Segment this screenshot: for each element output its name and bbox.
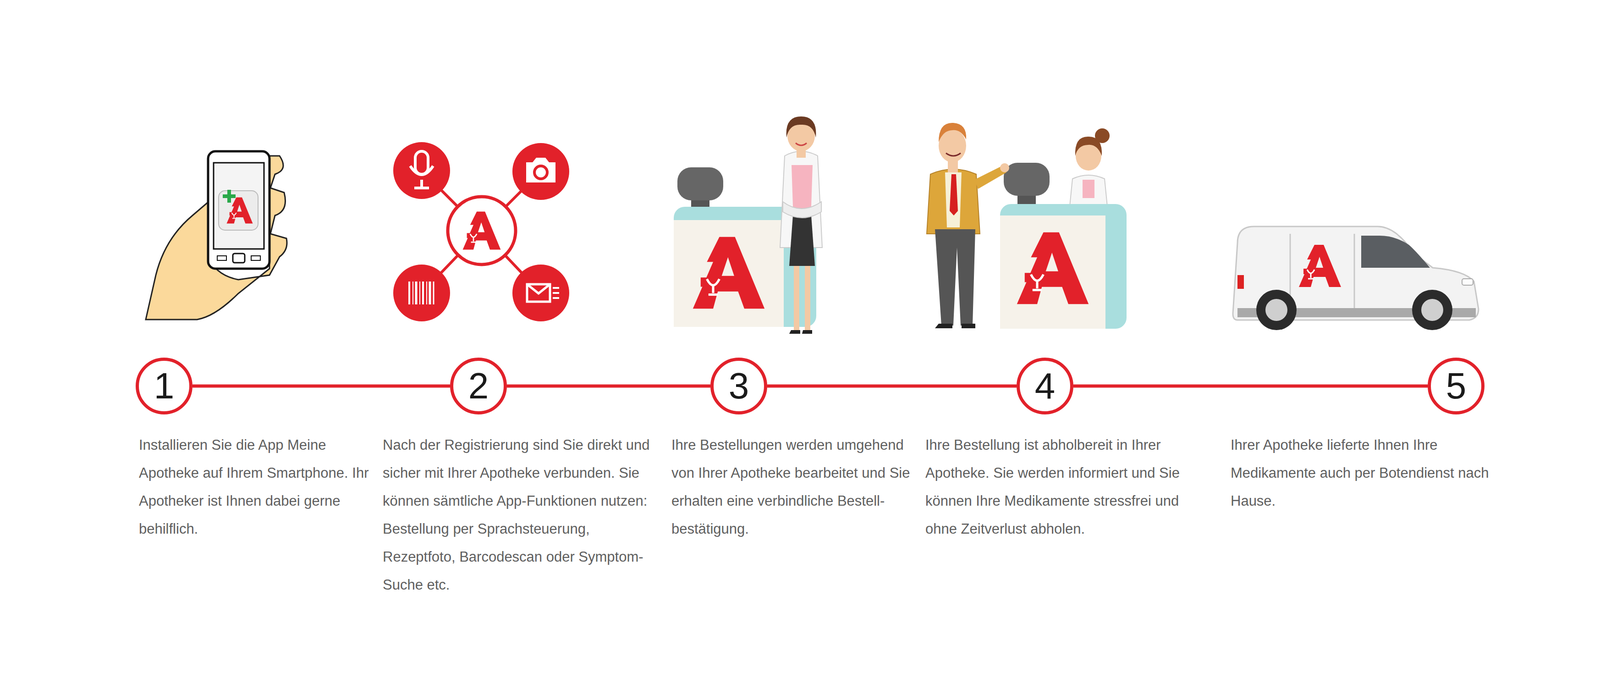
timeline-connector [192, 384, 451, 388]
pharmacist-figure [1069, 128, 1110, 207]
pharmacy-counter [673, 116, 823, 334]
timeline-connector [506, 384, 711, 388]
step-number: 4 [1034, 367, 1056, 405]
step-number: 2 [468, 367, 490, 405]
step-number: 5 [1446, 367, 1467, 405]
step-description: Ihrer Apotheke lieferte Ihnen Ihre Medik… [1230, 430, 1497, 515]
timeline-connector [1073, 384, 1428, 388]
app-functions-hub [393, 142, 570, 322]
step-description: Ihre Bestellungen werden umgehend von Ih… [671, 430, 915, 543]
step-description: Nach der Registrierung sind Sie direkt u… [382, 430, 658, 599]
step-circle: 3 [710, 357, 768, 415]
step-circle: 4 [1016, 357, 1074, 415]
step-circle: 5 [1427, 357, 1485, 415]
pickup-scene [926, 122, 1127, 329]
step-circle: 2 [450, 357, 507, 415]
customer-figure [926, 122, 1010, 329]
delivery-van [1232, 226, 1479, 330]
hand-phone [145, 151, 287, 320]
step-description: Installieren Sie die App Meine Apotheke … [138, 430, 373, 543]
step-number: 1 [153, 367, 175, 405]
pharmacist-figure [780, 116, 823, 334]
step-number: 3 [728, 367, 750, 405]
step-description: Ihre Bestellung ist abholbereit in Ihrer… [925, 430, 1210, 543]
step-circle: 1 [135, 357, 193, 415]
timeline-connector [767, 384, 1017, 388]
